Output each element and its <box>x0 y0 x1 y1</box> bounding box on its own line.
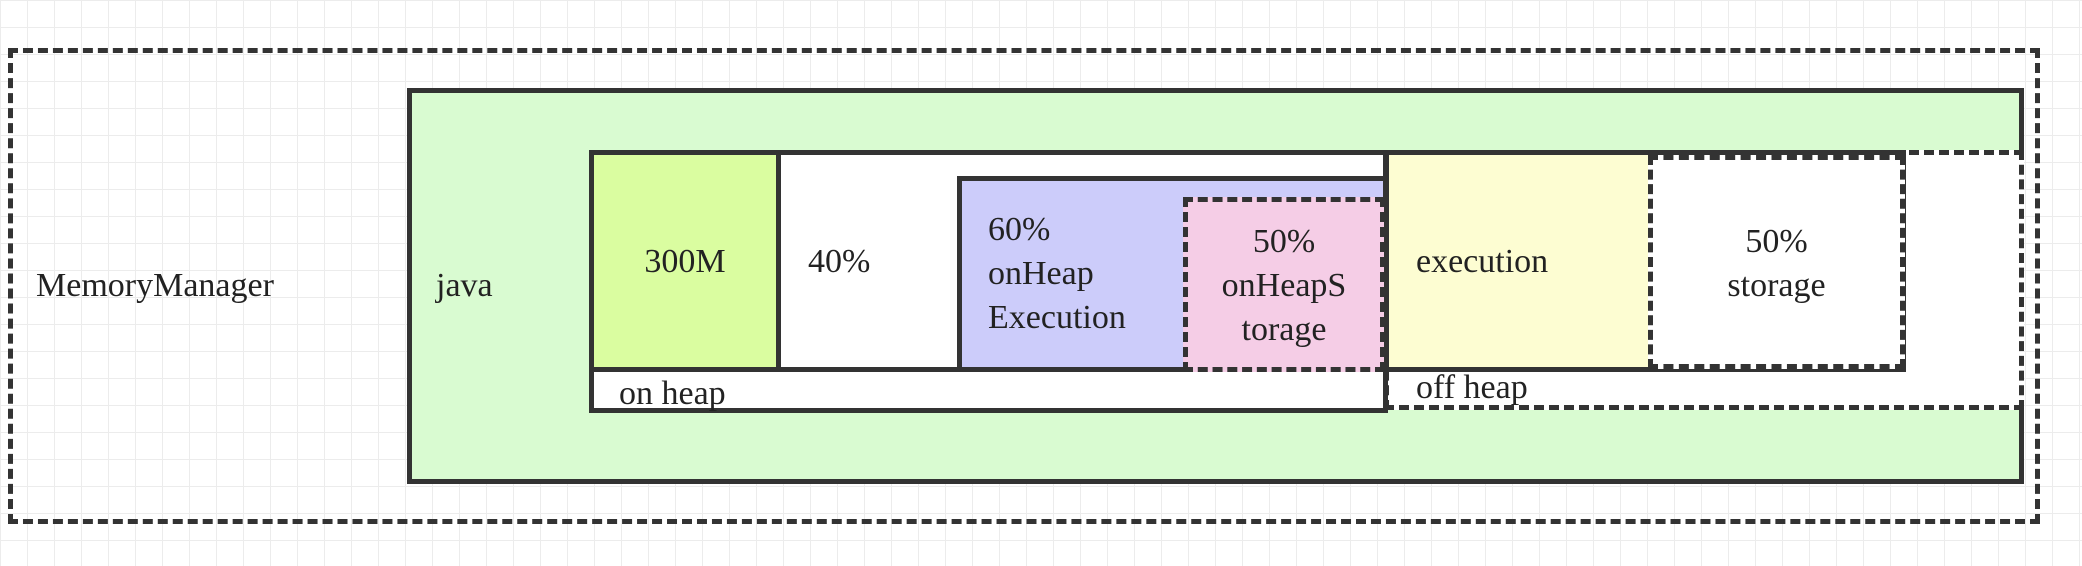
off-heap-storage-box <box>1648 155 1905 369</box>
java-label: java <box>436 267 493 304</box>
reserved-300m-box <box>589 150 781 372</box>
on-heap-execution-line-2: onHeap <box>988 255 1094 293</box>
off-heap-storage-label: 50% storage <box>1648 220 1905 308</box>
remaining-40-percent-label: 40% <box>808 243 871 280</box>
on-heap-execution-line-3: Execution <box>988 299 1126 337</box>
on-heap-execution-label: 60% onHeap Execution <box>988 208 1126 341</box>
on-heap-storage-line-2: onHeapS <box>1221 267 1347 305</box>
on-heap-execution-line-1: 60% <box>988 211 1051 248</box>
on-heap-storage-line-3: torage <box>1241 311 1327 349</box>
on-heap-storage-line-1: 50% <box>1252 223 1316 260</box>
off-heap-storage-line-2: storage <box>1727 267 1826 305</box>
off-heap-execution-label: execution <box>1416 243 1549 280</box>
reserved-300m-label: 300M <box>644 243 726 280</box>
off-heap-label: off heap <box>1416 369 1528 406</box>
memory-manager-box <box>8 48 2040 524</box>
off-heap-storage-line-1: 50% <box>1745 223 1808 260</box>
on-heap-storage-box <box>1183 197 1385 372</box>
on-heap-label: on heap <box>619 375 726 412</box>
memory-manager-label: MemoryManager <box>36 267 274 304</box>
on-heap-storage-label: 50% onHeapS torage <box>1183 220 1385 353</box>
